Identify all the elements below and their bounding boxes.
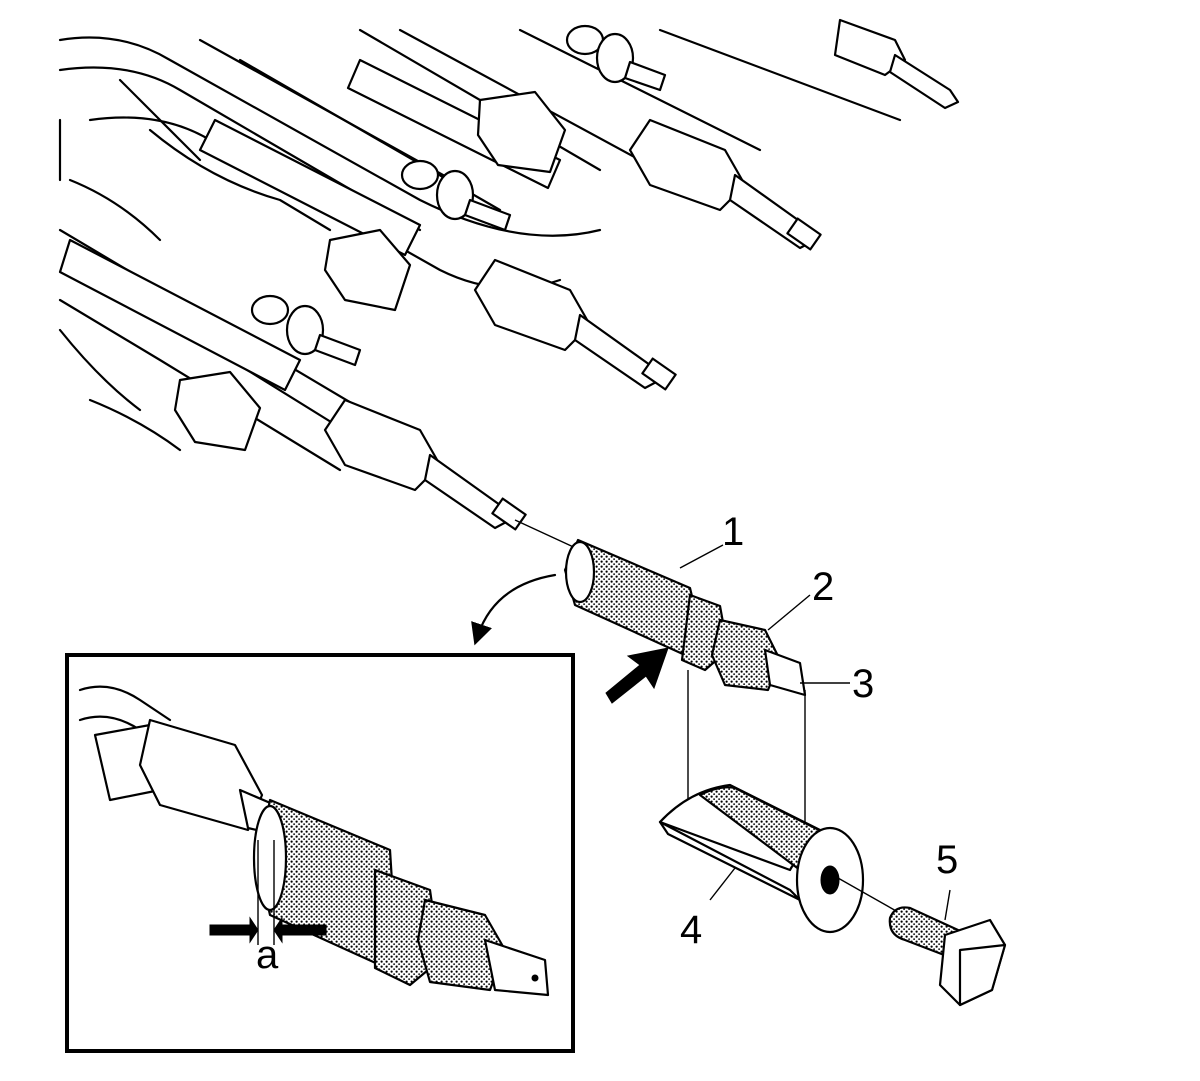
dimension-arrow-left bbox=[209, 916, 259, 944]
callout-leaders bbox=[679, 544, 951, 921]
callout-1: 1 bbox=[722, 510, 744, 554]
push-direction-arrow bbox=[605, 647, 669, 704]
dimension-label-a: a bbox=[256, 933, 279, 977]
callout-4: 4 bbox=[680, 908, 702, 952]
hex-bolt bbox=[888, 906, 1007, 1007]
callout-5: 5 bbox=[936, 838, 958, 882]
detail-view-arrow bbox=[471, 573, 557, 646]
callout-3: 3 bbox=[852, 662, 874, 706]
remover-tool-assembly bbox=[514, 519, 807, 697]
callout-2: 2 bbox=[812, 565, 834, 609]
tool-drive-square bbox=[763, 648, 807, 697]
engine-fuel-rail-illustration bbox=[58, 18, 960, 531]
tool-hex-nut bbox=[710, 618, 782, 692]
inset-detail-view bbox=[65, 653, 575, 1053]
half-shell-adapter bbox=[658, 783, 899, 934]
dimension-arrow-right bbox=[273, 916, 327, 944]
